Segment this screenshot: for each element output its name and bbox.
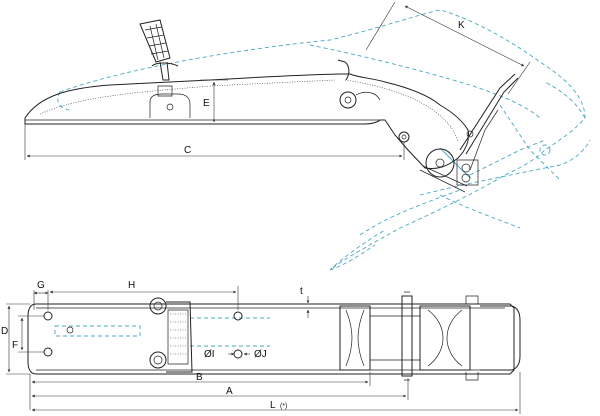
label-g: G: [37, 280, 45, 291]
label-h: H: [128, 280, 135, 291]
label-l-note: (*): [280, 403, 287, 410]
hole-bottom-right: [233, 349, 243, 359]
hole-top-left: [43, 311, 53, 321]
label-c: C: [184, 145, 191, 156]
lever-handle: [139, 19, 179, 97]
label-b: B: [196, 372, 203, 383]
label-t: t: [300, 286, 303, 297]
hole-top-right: [233, 311, 243, 321]
label-phi-j: ØJ: [254, 349, 267, 360]
label-phi-i: ØI: [204, 349, 215, 360]
dimension-c: C: [24, 124, 405, 160]
hole-dimensions: ØI ØJ: [204, 349, 267, 360]
label-d: D: [1, 326, 8, 337]
label-l: L: [270, 400, 276, 411]
hole-bottom-left: [43, 347, 53, 357]
side-view: K E C: [24, 1, 591, 271]
dimension-a: A: [31, 378, 409, 400]
dimension-b: B: [29, 372, 371, 410]
dimension-l: L (*): [31, 372, 521, 414]
label-f: F: [12, 340, 18, 351]
dimension-k: K: [365, 1, 531, 95]
label-k: K: [458, 20, 465, 31]
dimension-e: E: [200, 79, 228, 123]
dimension-d: D: [1, 303, 30, 375]
label-e: E: [203, 98, 210, 109]
dimension-f: F: [12, 315, 44, 353]
dimension-g: G: [33, 280, 49, 310]
roller-body: [24, 59, 519, 193]
dimension-h: H: [49, 280, 239, 310]
label-a: A: [226, 386, 233, 397]
dimension-t: t: [300, 286, 310, 318]
anchor-outline-dashed: [57, 9, 591, 271]
top-view: G H D F t ØI ØJ: [1, 280, 521, 414]
